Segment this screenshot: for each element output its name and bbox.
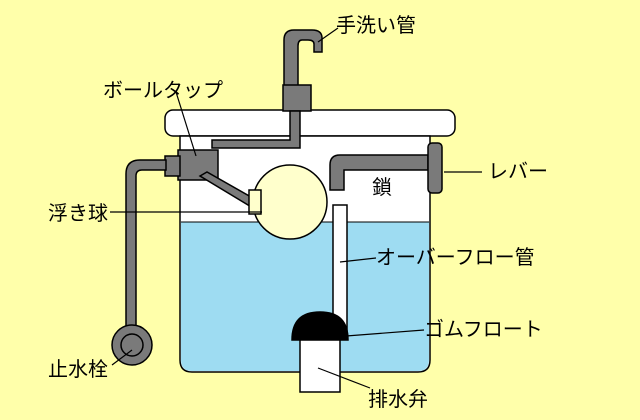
- label-rubber-float: ゴムフロート: [424, 317, 543, 341]
- hand-wash-pipe: [283, 29, 323, 87]
- tank-lid: [164, 109, 456, 137]
- label-chain: 鎖: [372, 175, 392, 199]
- hand-wash-feed-pipe: [211, 110, 301, 149]
- label-hand-wash-pipe: 手洗い管: [336, 13, 416, 37]
- stop-valve-handle: [120, 333, 144, 357]
- leader-rubber-float: [319, 329, 425, 339]
- leader-stop-valve: [111, 349, 133, 366]
- label-ball-tap: ボールタップ: [103, 78, 223, 102]
- float-ball: [252, 164, 328, 240]
- supply-pipe: [125, 159, 167, 333]
- ball-tap-inlet: [164, 155, 181, 177]
- label-float-ball: 浮き球: [48, 201, 108, 225]
- leader-hand-wash: [317, 27, 339, 43]
- label-overflow-pipe: オーバーフロー管: [376, 245, 535, 269]
- lever-handle: [427, 142, 443, 194]
- leader-ball-tap: [175, 91, 197, 157]
- label-lever: レバー: [488, 159, 548, 183]
- lever-arm: [329, 154, 429, 191]
- rubber-float: [291, 311, 349, 341]
- leader-overflow: [339, 257, 377, 263]
- leader-drain-valve: [317, 367, 371, 389]
- drain-valve: [299, 339, 341, 393]
- overflow-pipe: [332, 204, 348, 334]
- hand-wash-pipe-joint: [282, 84, 312, 112]
- float-ball-mount: [248, 189, 262, 215]
- label-drain-valve: 排水弁: [368, 387, 428, 411]
- label-stop-valve: 止水栓: [48, 357, 108, 381]
